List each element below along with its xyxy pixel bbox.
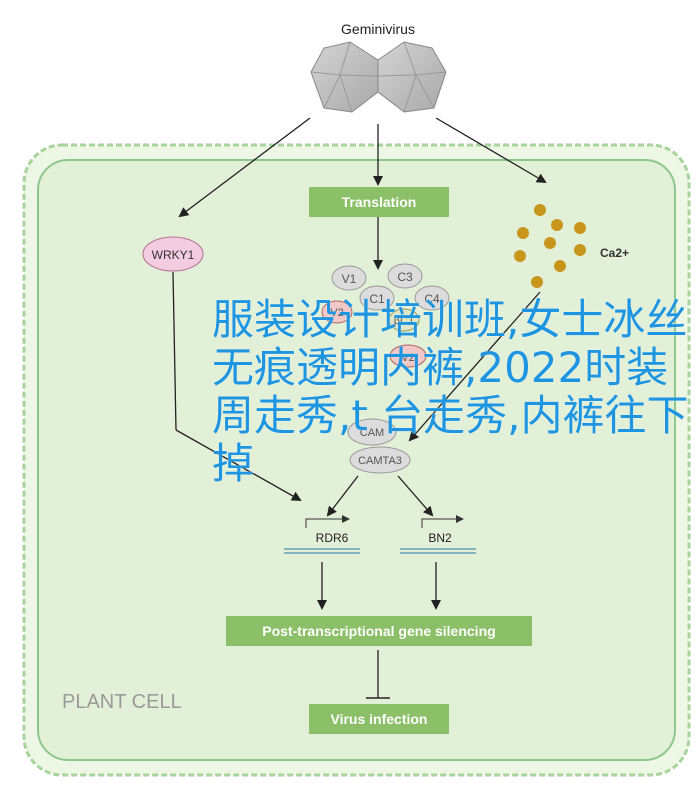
calcium-label: Ca2+ [600, 246, 629, 260]
protein-c4-label: C4 [424, 292, 440, 306]
protein-c3-label: C3 [397, 270, 413, 284]
protein-c1-label: C1 [369, 292, 385, 306]
arrow-virus-to-wrky [178, 117, 311, 218]
line-wrky-down [172, 271, 177, 431]
ptgs-label: Post-transcriptional gene silencing [262, 623, 495, 639]
overlay-headline: 服装设计培训班,女士冰丝无痕透明内裤,2022时装周走秀,t 台走秀,内裤往下掉 [212, 295, 689, 488]
arrow-camta3-to-rdr6 [326, 475, 359, 517]
viral-proteins: V1 C3 C1 C4 V2 βC1 V2 [321, 263, 450, 368]
camta3-label: CAMTA3 [358, 455, 402, 467]
protein-bc1-label: βC1 [394, 315, 414, 327]
plant-cell-label: PLANT CELL [62, 691, 182, 713]
translation-label: Translation [342, 194, 417, 210]
protein-v2 [321, 300, 353, 324]
arrow-camta3-to-bn2 [397, 475, 434, 517]
virus-infection-box [309, 704, 449, 734]
camta3-node [349, 446, 411, 474]
bn2-label: BN2 [428, 531, 452, 545]
translation-box [309, 187, 449, 217]
arrow-virus-to-calcium [435, 117, 547, 184]
protein-v1-label: V1 [342, 272, 357, 286]
calcium-ions [514, 204, 586, 288]
protein-bc1 [388, 308, 420, 332]
gene-bn2: BN2 [400, 515, 476, 554]
protein-v2-2-label: V2 [401, 352, 414, 364]
protein-v2-label: V2 [330, 307, 343, 319]
wrky1-label: WRKY1 [152, 248, 195, 262]
protein-c3 [387, 263, 423, 289]
geminivirus-particle-icon [310, 41, 447, 113]
cam-node [347, 418, 397, 446]
arrow-wrky-to-rdr6 [175, 429, 302, 501]
protein-c1 [359, 285, 395, 311]
virus-label: Geminivirus [341, 21, 415, 37]
arrow-calcium-to-cam [408, 291, 541, 442]
protein-c4 [414, 285, 450, 311]
wrky1-node [142, 236, 204, 272]
rdr6-label: RDR6 [316, 531, 349, 545]
virus-infection-label: Virus infection [331, 711, 428, 727]
protein-v1 [331, 265, 367, 291]
ptgs-box [226, 616, 532, 646]
cam-label: CAM [360, 427, 384, 439]
gene-rdr6: RDR6 [284, 515, 360, 554]
protein-v2-2 [389, 344, 427, 368]
